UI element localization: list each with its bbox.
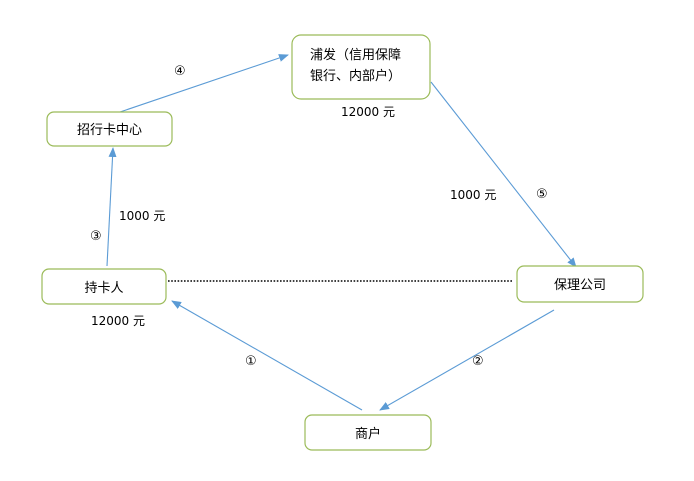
step-5: ⑤ [536,187,548,202]
amount-cardholder: 12000 元 [91,314,145,328]
arrow-factoring-to-merchant [379,309,555,411]
node-merchant-label: 商户 [355,426,381,442]
step-4: ④ [174,64,186,79]
step-1: ① [245,354,257,369]
amount-pufa: 12000 元 [341,105,395,119]
arrow-cardholder-to-zhaohang [106,147,117,267]
node-zhaohang: 招行卡中心 [46,111,173,147]
step-2: ② [472,354,484,369]
node-factoring-label: 保理公司 [554,278,606,293]
node-zhaohang-label: 招行卡中心 [77,123,142,138]
node-cardholder: 持卡人 [41,268,167,305]
node-factoring: 保理公司 [516,265,644,303]
node-pufa-line2: 银行、内部户） [310,68,401,84]
node-pufa-line1: 浦发（信用保障 [310,47,401,63]
arrow-merchant-to-cardholder [171,300,363,411]
arrow-zhaohang-to-pufa [119,54,289,113]
step-3: ③ [90,229,102,244]
node-merchant: 商户 [304,414,432,451]
arrow-pufa-to-factoring [430,81,577,268]
node-cardholder-label: 持卡人 [84,281,123,296]
amount-pufa-to-factoring: 1000 元 [450,188,496,202]
node-pufa: 浦发（信用保障 银行、内部户） [291,34,431,100]
amount-cardholder-to-zhaohang: 1000 元 [119,209,165,223]
